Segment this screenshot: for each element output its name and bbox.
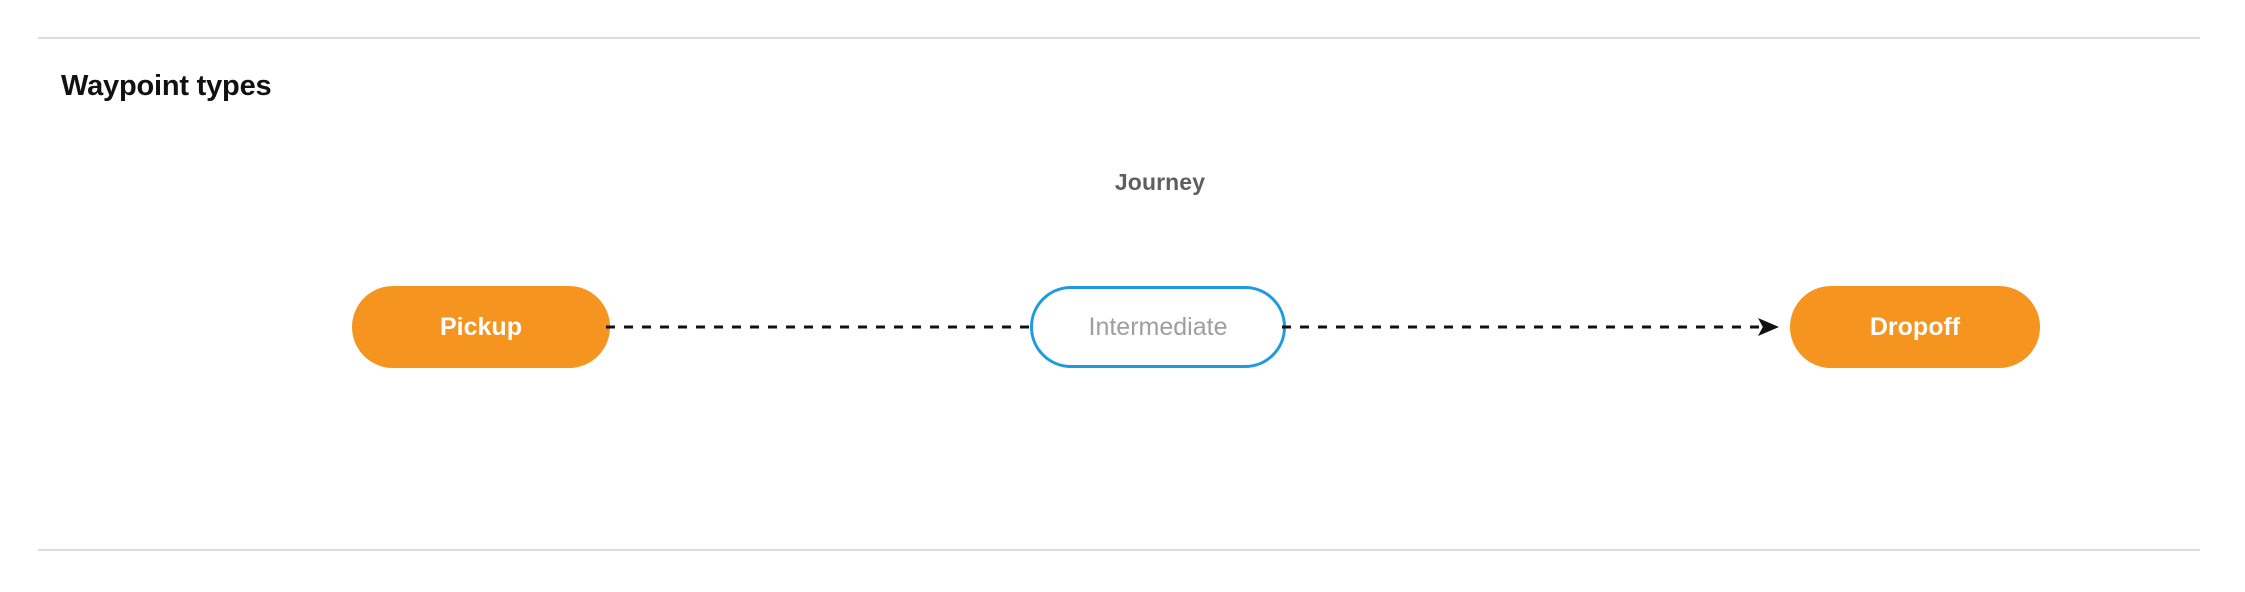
page-title: Waypoint types [61,70,272,102]
edge-pickup-to-intermediate [606,325,1036,329]
node-pickup[interactable]: Pickup [352,286,610,368]
section-divider-bottom [38,549,2200,551]
diagram-title: Journey [1114,169,1206,195]
node-pickup-label: Pickup [440,312,522,341]
edge-intermediate-to-dropoff [1282,317,1779,336]
node-intermediate-label: Intermediate [1088,312,1228,341]
node-dropoff-label: Dropoff [1869,312,1961,341]
section-divider-top [38,37,2200,39]
node-dropoff[interactable]: Dropoff [1790,286,2040,368]
node-intermediate[interactable]: Intermediate [1030,286,1286,368]
